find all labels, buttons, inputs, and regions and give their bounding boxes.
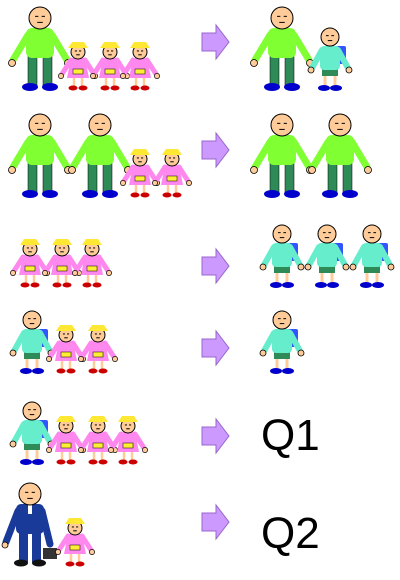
row-2-left-man-figure (8, 113, 72, 198)
row-1-right-student-figure (307, 27, 353, 91)
row-6-arrow-icon (201, 503, 230, 541)
row-3-left-girl-figure (72, 239, 112, 288)
row-2-left-girl-figure (120, 149, 160, 198)
row-6-left-suitman-figure (1, 482, 57, 567)
row-2-right-man-figure (250, 113, 314, 198)
row-3-right-student-figure (259, 224, 305, 288)
row-1-left-girl-figure (120, 42, 160, 91)
row-1-left-girl-figure (90, 42, 130, 91)
row-1-arrow-icon (201, 23, 230, 61)
row-1-right-man-figure (250, 6, 314, 91)
row-4-arrow-icon (201, 329, 230, 367)
row-3-right-student-figure (349, 224, 395, 288)
row-3-right-student-figure (304, 224, 350, 288)
row-4-left-student-figure (9, 310, 55, 374)
row-5-left-girl-figure (108, 416, 148, 465)
row-2-left-girl-figure (152, 149, 192, 198)
row-5-left-student-figure (9, 401, 55, 465)
row-2-left-man-figure (68, 113, 132, 198)
row-5-arrow-icon (201, 417, 230, 455)
row-5-left-girl-figure (46, 416, 86, 465)
row-6-left-girl-figure (55, 518, 95, 567)
row-3-left-girl-figure (42, 239, 82, 288)
question-label-q1: Q1 (261, 411, 320, 460)
question-label-q2: Q2 (261, 509, 320, 558)
row-4-left-girl-figure (78, 325, 118, 374)
row-4-left-girl-figure (46, 325, 86, 374)
row-1-left-girl-figure (58, 42, 98, 91)
row-3-left-girl-figure (10, 239, 50, 288)
row-4-right-student-figure (259, 310, 305, 374)
row-2-right-man-figure (308, 113, 372, 198)
row-3-arrow-icon (201, 247, 230, 285)
row-5-left-girl-figure (78, 416, 118, 465)
row-2-arrow-icon (201, 131, 230, 169)
